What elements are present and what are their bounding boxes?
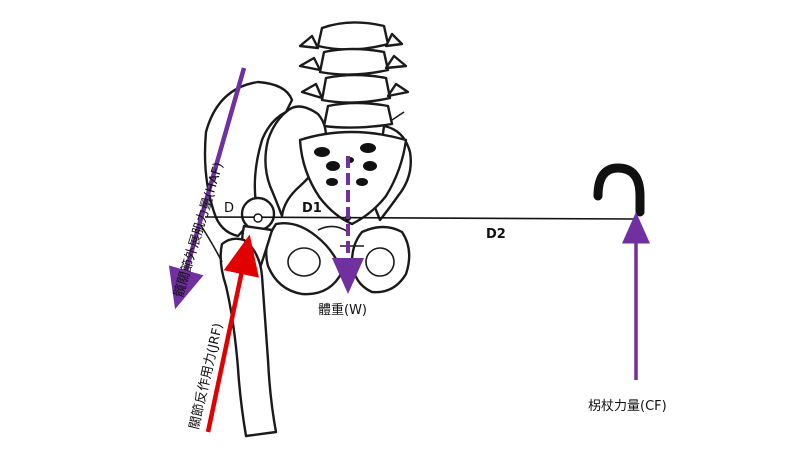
distance-label-d: D xyxy=(224,201,234,216)
haf-label: 髖關節外展肌力量(HAF) xyxy=(171,161,226,300)
jrf-force-arrow xyxy=(205,234,259,433)
lumbar-spine xyxy=(298,21,410,129)
hip-joint-center xyxy=(253,213,263,223)
cane-icon xyxy=(593,163,645,217)
pelvis xyxy=(264,105,412,296)
weight-label: 體重(W) xyxy=(318,302,367,318)
lever-line xyxy=(204,216,637,220)
haf-force-arrow xyxy=(168,67,247,310)
distance-label-d1: D1 xyxy=(302,201,322,216)
cane-force-label: 柺杖力量(CF) xyxy=(588,399,667,414)
distance-label-d2: D2 xyxy=(486,227,506,242)
